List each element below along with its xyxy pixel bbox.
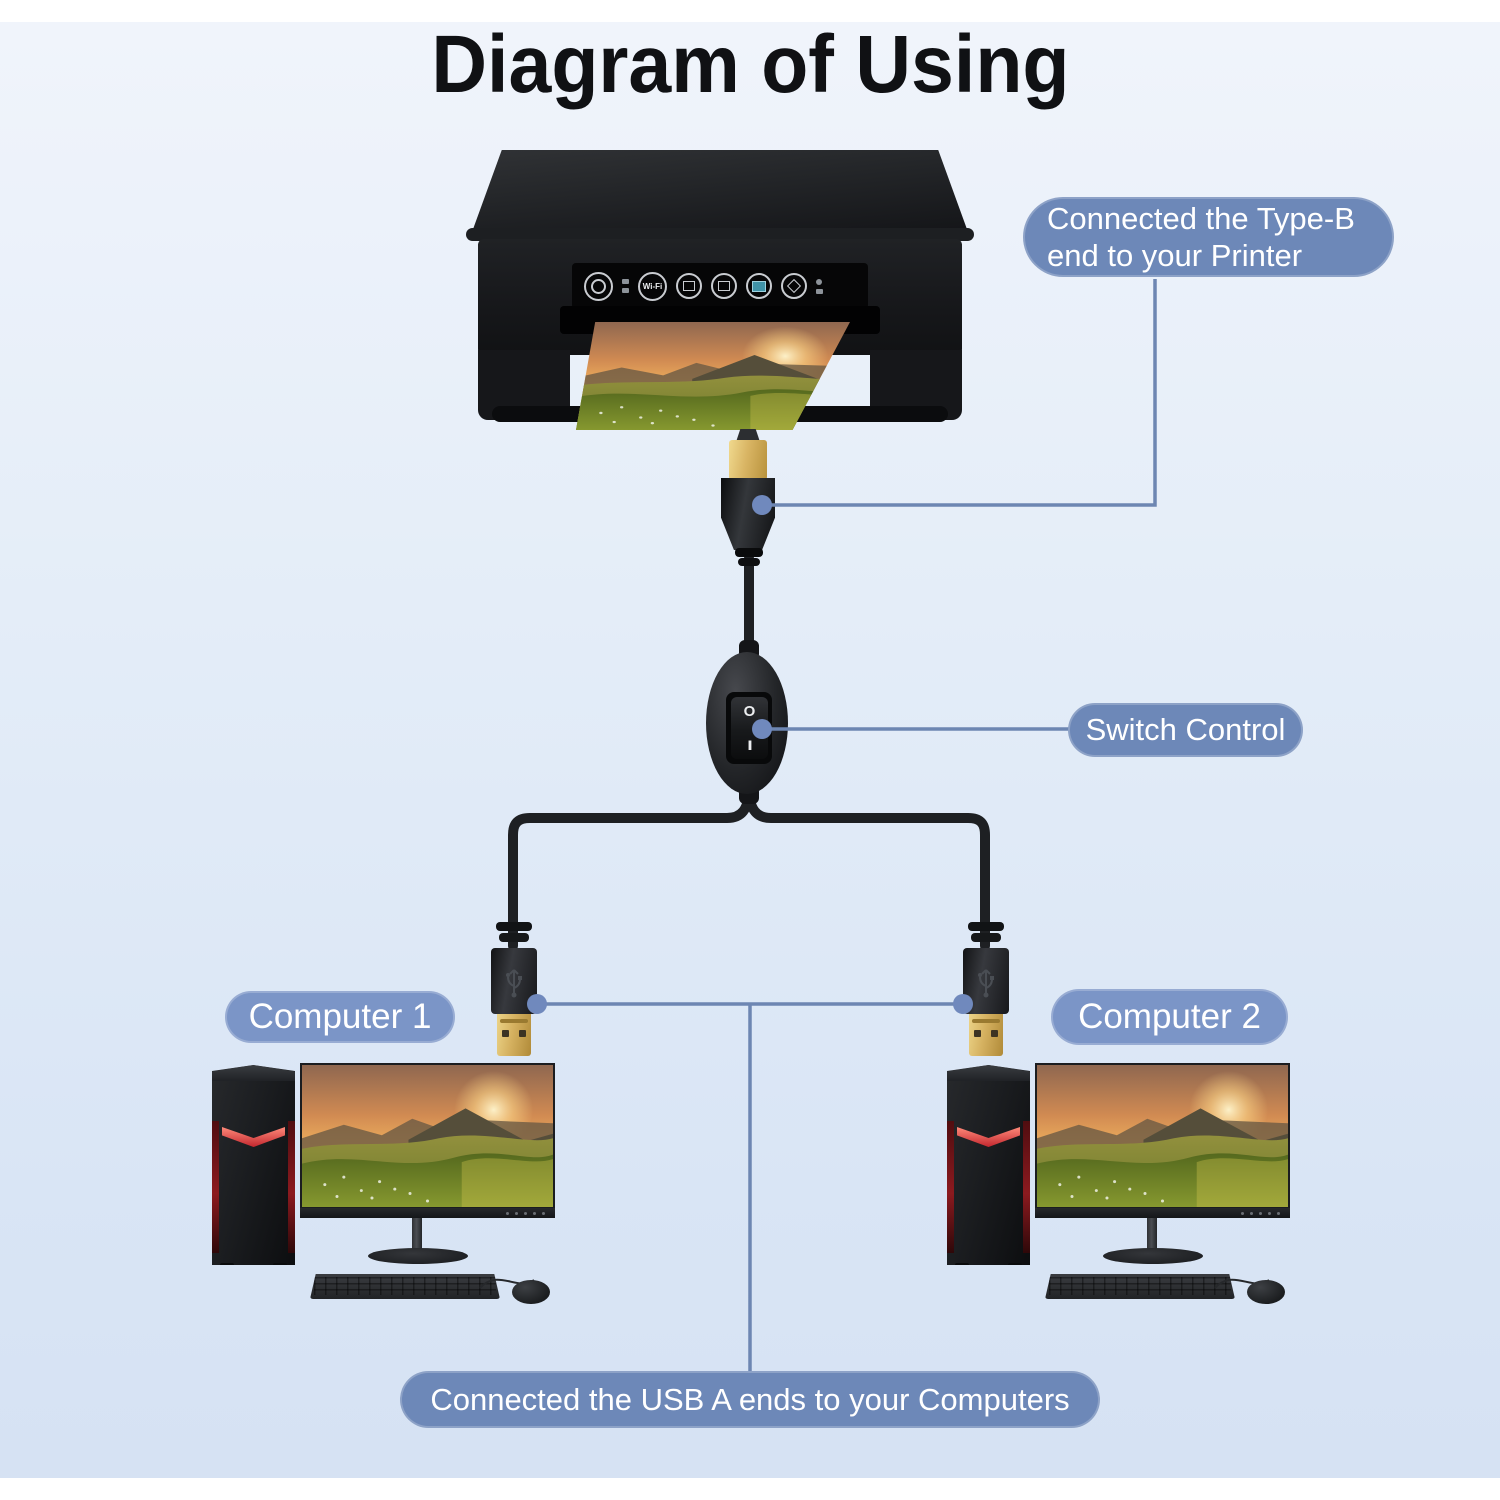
usb-a-strain-relief — [968, 922, 1004, 931]
monitor-screen — [302, 1065, 553, 1207]
copy-color-button-icon — [746, 273, 772, 299]
usb-a-connector-2 — [963, 920, 1009, 1060]
callout-type-b: Connected the Type-B end to your Printer — [1023, 197, 1394, 277]
callout-computer-1: Computer 1 — [225, 991, 455, 1043]
usb-a-strain-relief-2 — [971, 933, 1001, 942]
status-led-icons — [622, 279, 629, 293]
monitor-screen — [1037, 1065, 1288, 1207]
usb-a-housing — [963, 948, 1009, 1014]
stop-button-icon — [781, 273, 807, 299]
callout-switch-control: Switch Control — [1068, 703, 1303, 757]
rocker-on-label: I — [746, 737, 753, 753]
usb-a-connector-1 — [491, 920, 537, 1060]
callout-type-b-line2: end to your Printer — [1047, 238, 1303, 273]
rocker-switch: O I — [731, 697, 768, 759]
monitor — [1035, 1063, 1290, 1218]
printer-control-panel: Wi-Fi — [572, 263, 868, 309]
desktop-tower — [212, 1065, 295, 1265]
wifi-button-icon: Wi-Fi — [638, 271, 667, 301]
power-button-icon — [584, 271, 613, 301]
mouse-cable — [1214, 1278, 1270, 1289]
usb-trident-icon — [506, 969, 522, 998]
computer-2-workstation — [945, 1060, 1290, 1310]
usb-trident-icon — [978, 969, 994, 998]
tower-led-chevron — [956, 1127, 1021, 1147]
usb-a-gold-plug — [497, 1014, 531, 1056]
monitor-stand-base — [1103, 1248, 1203, 1264]
monitor-bezel-controls — [1035, 1208, 1290, 1218]
ink-paper-led-icons — [816, 278, 823, 294]
desktop-tower — [947, 1065, 1030, 1265]
info-button-icon — [676, 273, 702, 299]
callout-type-b-line1: Connected the Type-B — [1047, 201, 1355, 236]
monitor — [300, 1063, 555, 1218]
callout-usb-a: Connected the USB A ends to your Compute… — [400, 1371, 1100, 1428]
keyboard — [1045, 1274, 1235, 1299]
computer-1-workstation — [210, 1060, 555, 1310]
usb-a-strain-relief-2 — [499, 933, 529, 942]
monitor-bezel-controls — [300, 1208, 555, 1218]
tower-led-chevron — [221, 1127, 286, 1147]
usb-a-strain-relief — [496, 922, 532, 931]
monitor-stand-neck — [1147, 1218, 1157, 1252]
monitor-stand-neck — [412, 1218, 422, 1252]
usb-a-housing — [491, 948, 537, 1014]
rocker-off-label: O — [743, 703, 756, 720]
usb-a-gold-plug — [969, 1014, 1003, 1056]
callout-computer-2: Computer 2 — [1051, 989, 1288, 1045]
monitor-stand-base — [368, 1248, 468, 1264]
copy-mono-button-icon — [711, 273, 737, 299]
keyboard — [310, 1274, 500, 1299]
page-title: Diagram of Using — [430, 19, 1070, 110]
mouse-cable — [479, 1278, 535, 1289]
